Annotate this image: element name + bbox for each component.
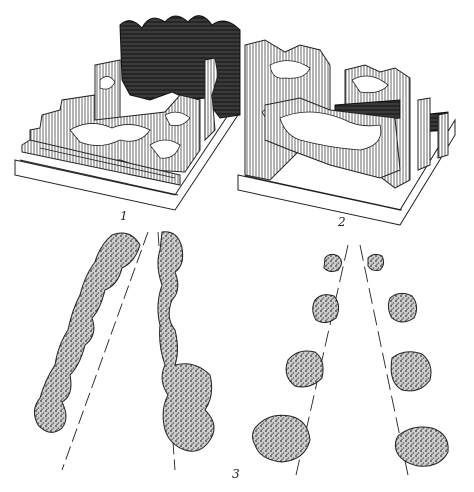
panel-1-middle-wall [94, 59, 121, 123]
panel-3-tree-clump [390, 351, 432, 392]
panel-3-tree-clump [285, 350, 324, 388]
panel-1-right-wall [204, 57, 219, 142]
panel-3-tree-clump [387, 292, 418, 323]
panel-3-tree-clump [312, 294, 340, 324]
panel-1-label: 1 [120, 209, 128, 223]
panel-3-tree-clump [394, 426, 449, 467]
panel-3-label: 3 [232, 467, 240, 481]
panel-3-left-foliage-band [34, 232, 141, 433]
panel-3-scene: 3 [34, 231, 449, 481]
panel-2-label: 2 [337, 215, 346, 229]
panel-3-tree-clump [252, 414, 311, 463]
panel-3-tree-clump [323, 253, 342, 273]
panel-1-scene: 1 [14, 15, 241, 223]
panel-2-scene: 2 [237, 39, 456, 229]
panel-3-tree-clump [367, 253, 385, 271]
panel-3-right-road-lines [295, 244, 409, 476]
panel-3-right-foliage-band [157, 231, 215, 452]
